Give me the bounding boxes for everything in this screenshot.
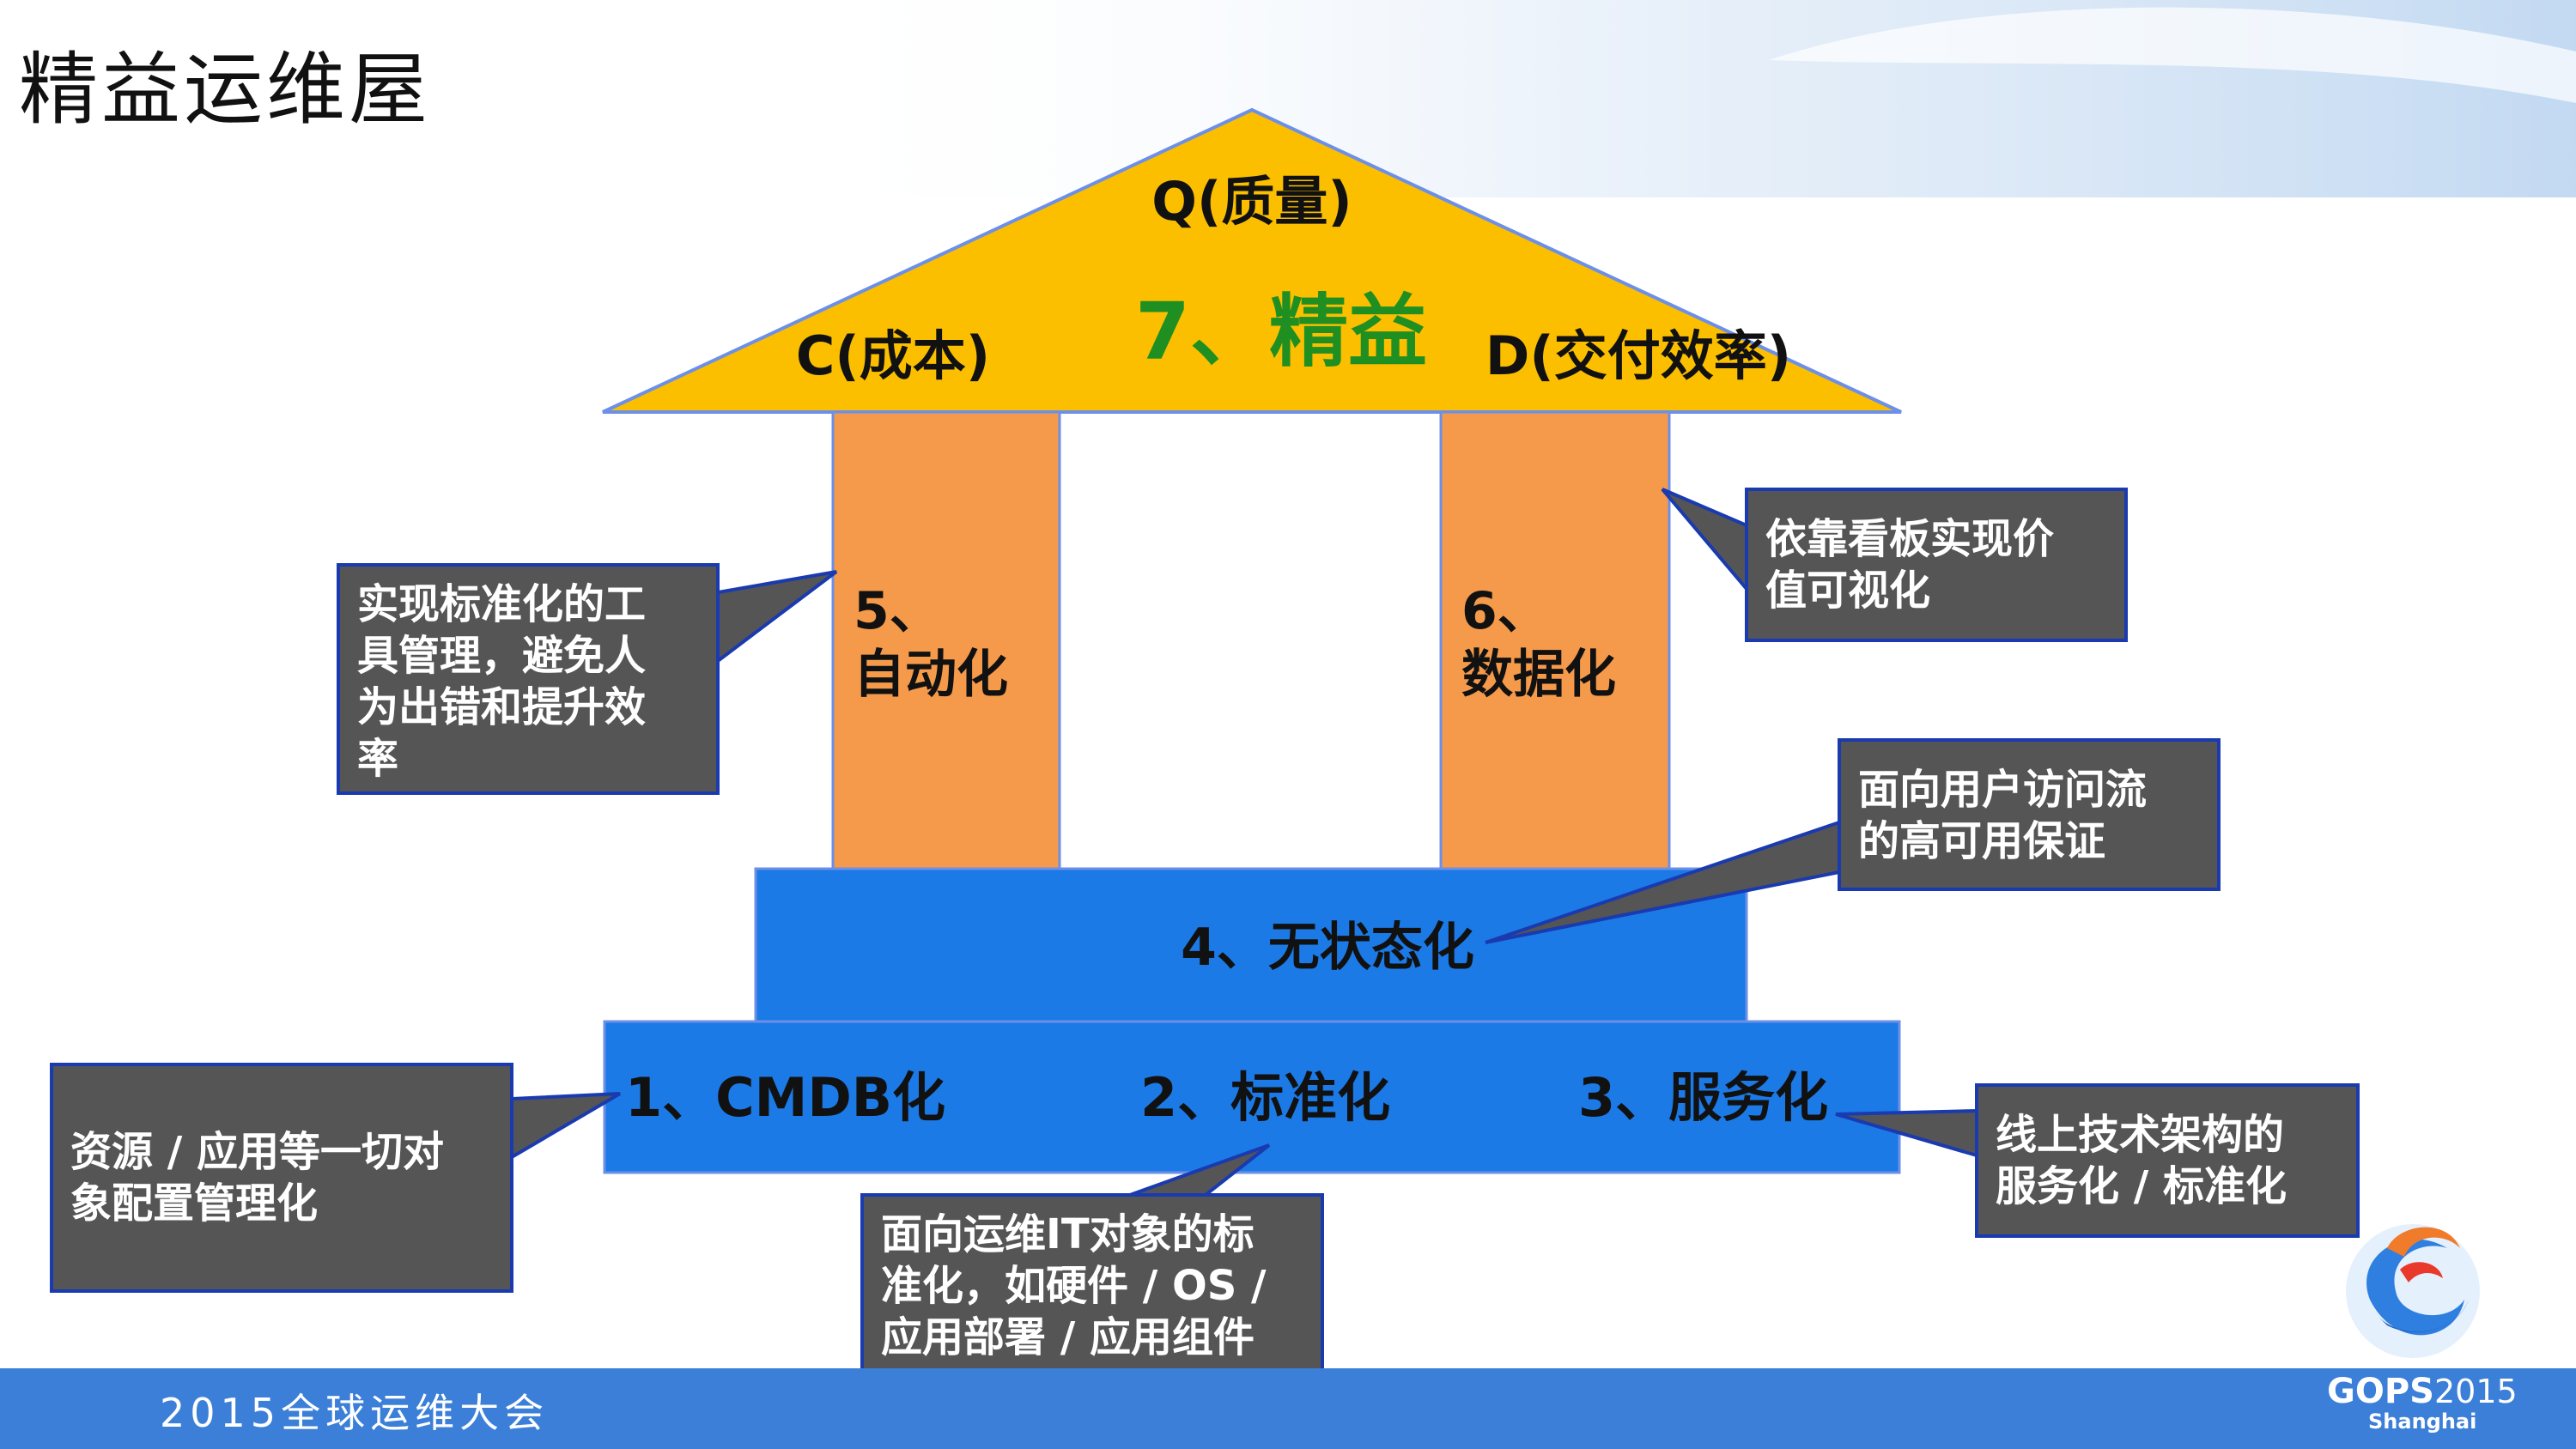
callout-standard-line: 准化，如硬件 / OS /	[881, 1262, 1267, 1310]
pillar-automation-line1: 5、	[854, 581, 941, 641]
callout-automation-line: 实现标准化的工	[357, 580, 646, 628]
pillar-automation-line2: 自动化	[854, 645, 1008, 705]
pillar-dataization	[1439, 410, 1671, 870]
callout-dataization-line: 依靠看板实现价	[1765, 515, 2054, 563]
callout-automation-line: 具管理，避免人	[357, 632, 646, 680]
callout-dataization: 依靠看板实现价 值可视化	[1661, 488, 2128, 642]
callout-stateless: 面向用户访问流 的高可用保证	[1485, 738, 2221, 944]
roof-center-label: 7、精益	[1135, 286, 1427, 378]
pillar-dataization-line2: 数据化	[1461, 645, 1616, 705]
roof-cost-label: C(成本)	[796, 324, 990, 387]
pillar-dataization-line1: 6、	[1461, 581, 1549, 641]
stateless-label: 4、无状态化	[1181, 918, 1474, 978]
callout-dataization-box	[1745, 488, 2128, 642]
footer-bar: 2015全球运维大会	[0, 1368, 2576, 1449]
footer-text: 2015全球运维大会	[160, 1390, 550, 1436]
callout-service-line: 线上技术架构的	[1996, 1111, 2284, 1159]
base-item-standard: 2、标准化	[1140, 1066, 1390, 1129]
callout-automation-box	[337, 563, 720, 795]
callout-service-box	[1975, 1083, 2360, 1238]
gops-logo: GOPS2015 Shanghai	[2318, 1197, 2518, 1446]
callout-standard-box	[860, 1193, 1324, 1373]
callout-stateless-box	[1838, 738, 2221, 891]
callout-cmdb: 资源 / 应用等一切对 象配置管理化	[50, 1063, 622, 1293]
callout-stateless-line: 的高可用保证	[1858, 817, 2105, 865]
callout-cmdb-line: 象配置管理化	[70, 1179, 318, 1228]
callout-standard: 面向运维IT对象的标 准化，如硬件 / OS / 应用部署 / 应用组件	[860, 1143, 1324, 1373]
callout-standard-line: 应用部署 / 应用组件	[881, 1313, 1255, 1361]
callout-service-line: 服务化 / 标准化	[1996, 1162, 2287, 1210]
callout-automation: 实现标准化的工 具管理，避免人 为出错和提升效 率	[337, 563, 838, 795]
logo-year: 2015	[2433, 1373, 2518, 1410]
callout-automation-line: 率	[357, 735, 398, 783]
logo-word: GOPS	[2327, 1372, 2434, 1411]
callout-automation-pointer	[716, 570, 838, 665]
stateless-bar	[754, 867, 1748, 1023]
slide-title: 精益运维屋	[19, 44, 432, 136]
roof-triangle	[602, 107, 1902, 414]
roof-quality-label: Q(质量)	[1151, 170, 1352, 233]
header-swoosh	[1769, 7, 2576, 103]
gops-logo-icon	[2346, 1224, 2480, 1358]
roof-delivery-label: D(交付效率)	[1485, 324, 1791, 387]
logo-city: Shanghai	[2368, 1410, 2477, 1434]
callout-dataization-line: 值可视化	[1765, 567, 1930, 615]
callout-stateless-line: 面向用户访问流	[1858, 766, 2147, 814]
base-bar	[603, 1020, 1901, 1174]
logo-wordmark: GOPS2015	[2327, 1372, 2518, 1411]
base-item-service: 3、服务化	[1578, 1066, 1828, 1129]
callout-dataization-pointer	[1661, 488, 1748, 594]
callout-standard-line: 面向运维IT对象的标	[881, 1210, 1255, 1258]
callout-automation-line: 为出错和提升效	[357, 683, 646, 731]
callout-cmdb-line: 资源 / 应用等一切对	[70, 1128, 444, 1176]
callout-service: 线上技术架构的 服务化 / 标准化	[1835, 1083, 2360, 1238]
callout-cmdb-box	[50, 1063, 513, 1293]
base-item-cmdb: 1、CMDB化	[625, 1066, 945, 1129]
